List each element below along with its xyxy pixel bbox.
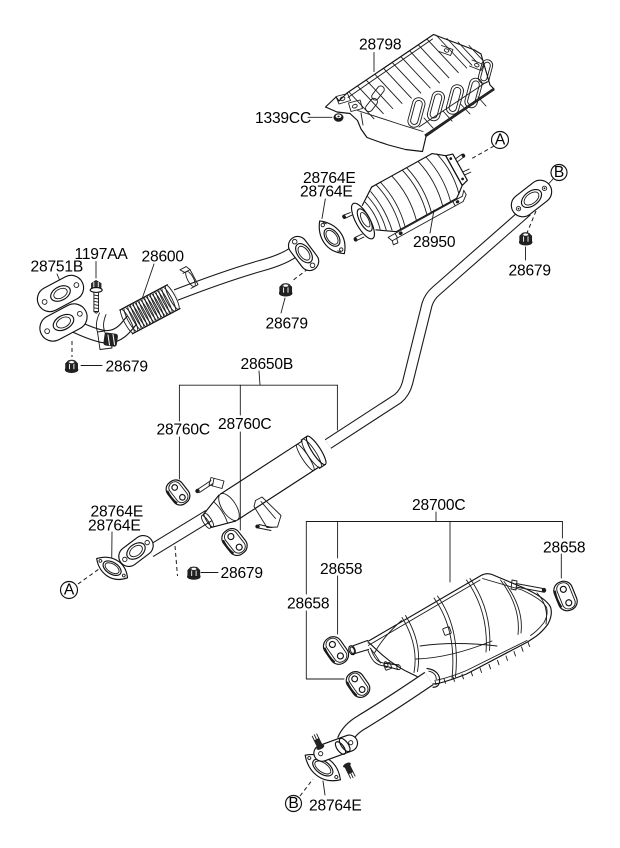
svg-text:28658: 28658 [320, 561, 362, 578]
svg-text:28650B: 28650B [241, 356, 294, 373]
svg-text:28679: 28679 [509, 263, 551, 280]
svg-text:28658: 28658 [543, 540, 585, 557]
svg-text:28760C: 28760C [157, 422, 210, 439]
svg-text:1339CC: 1339CC [255, 110, 311, 127]
svg-text:B: B [554, 164, 564, 181]
svg-text:28600: 28600 [142, 249, 185, 266]
svg-text:28658: 28658 [287, 596, 329, 613]
svg-text:28760C: 28760C [218, 416, 271, 433]
svg-text:28764E: 28764E [91, 504, 144, 521]
svg-text:28764E: 28764E [303, 170, 356, 187]
svg-text:1197AA: 1197AA [75, 246, 129, 263]
svg-text:28679: 28679 [266, 316, 308, 333]
svg-text:A: A [64, 582, 75, 599]
svg-text:28764E: 28764E [300, 184, 353, 201]
svg-text:28751B: 28751B [31, 259, 84, 276]
svg-text:28764E: 28764E [88, 518, 141, 535]
svg-text:28764E: 28764E [309, 798, 362, 815]
svg-text:28950: 28950 [413, 234, 456, 251]
svg-text:28679: 28679 [221, 565, 263, 582]
svg-text:28700C: 28700C [412, 497, 465, 514]
svg-text:A: A [495, 132, 506, 149]
svg-text:28679: 28679 [106, 359, 148, 376]
svg-text:B: B [288, 795, 298, 812]
svg-text:28798: 28798 [359, 37, 401, 54]
